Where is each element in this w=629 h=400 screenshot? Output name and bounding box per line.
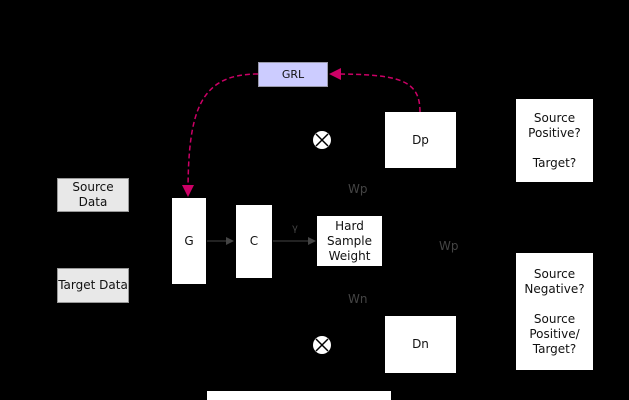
target-data-node: Target Data [57,268,129,303]
dp-question-node: Source Positive? Target? [516,99,593,182]
dp-to-grl-arrow [329,68,421,113]
wn-label: Wn [348,292,368,306]
multiply-icon-bottom [313,336,331,354]
grl-node: GRL [258,62,328,87]
wp-top-label: Wp [348,182,368,196]
source-data-node: Source Data [57,178,129,212]
c-node: C [236,205,272,278]
grl-to-g-arrow [182,73,259,197]
wp-right-label: Wp [439,239,459,253]
bottom-node [207,391,391,400]
dn-node: Dn [385,316,456,373]
g-node: G [172,198,206,284]
multiply-icon-top [313,131,331,149]
dp-node: Dp [385,112,456,168]
hard-sample-weight-node: Hard Sample Weight [317,216,382,266]
gamma-label: γ [292,223,298,234]
dn-question-node: Source Negative? Source Positive/ Target… [516,253,593,370]
